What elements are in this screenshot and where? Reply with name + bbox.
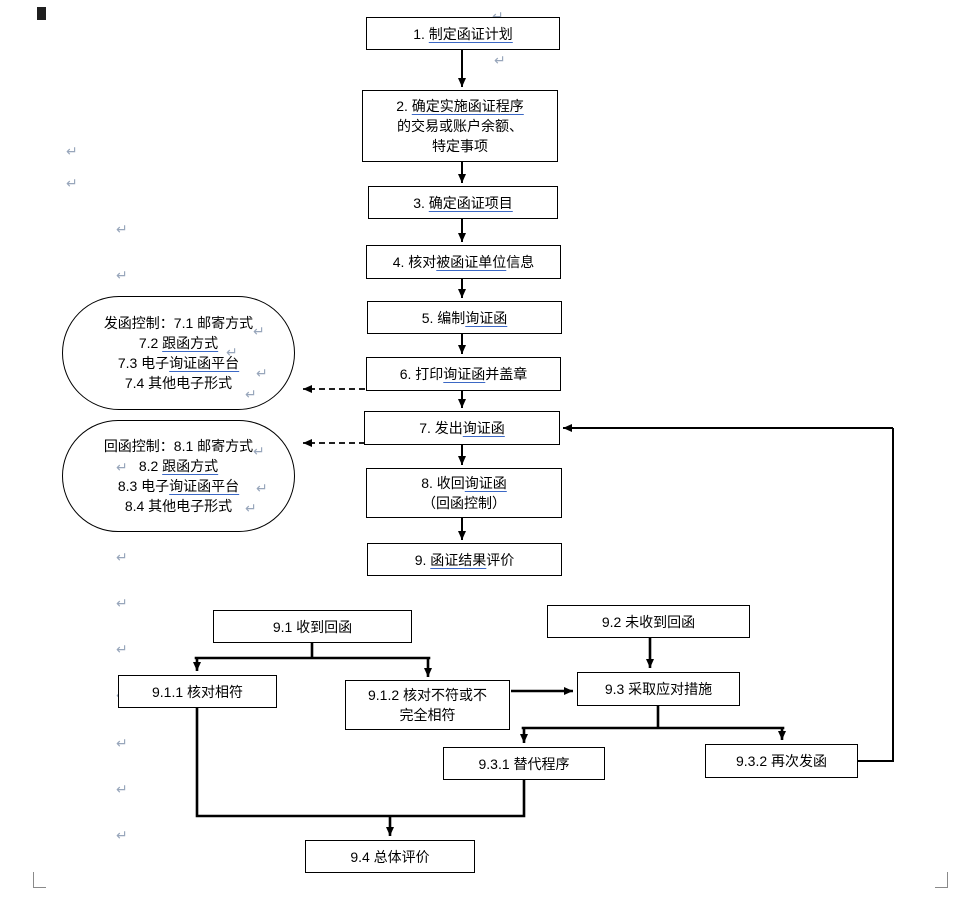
node-1-plan[interactable]: 1. 制定函证计划 [366,17,560,50]
return-mark: ↵ [116,641,128,657]
node-9-1-1-match[interactable]: 9.1.1 核对相符 [118,675,277,708]
merge-line-9-1-1 [195,708,390,818]
return-mark: ↵ [116,459,128,475]
return-mark: ↵ [116,221,128,237]
connector-lines [193,50,894,836]
node-8-receive-letter[interactable]: 8. 收回询证函（回函控制） [366,468,562,518]
node-4-verify-info[interactable]: 4. 核对被函证单位信息 [366,245,561,279]
node-2-determine-items[interactable]: 2. 确定实施函证程序的交易或账户余额、特定事项 [362,90,558,162]
node-5-prepare-letter[interactable]: 5. 编制询证函 [367,301,562,334]
return-mark: ↵ [116,781,128,797]
return-mark: ↵ [494,52,506,68]
return-mark: ↵ [116,735,128,751]
node-9-3-countermeasures[interactable]: 9.3 采取应对措施 [577,672,740,706]
feedback-line-9-3-2 [858,428,894,762]
return-mark: ↵ [492,8,504,24]
node-9-1-reply-received[interactable]: 9.1 收到回函 [213,610,412,643]
node-9-3-1-alternative[interactable]: 9.3.1 替代程序 [443,747,605,780]
page-margin-mark-bottom-left [33,872,46,888]
merge-line-9-3-1 [390,780,526,818]
return-mark: ↵ [226,344,238,360]
return-mark: ↵ [116,549,128,565]
page-margin-mark-top-left [37,7,46,20]
return-mark: ↵ [66,175,78,191]
node-3-confirm-items[interactable]: 3. 确定函证项目 [368,186,558,219]
node-9-4-overall-evaluation[interactable]: 9.4 总体评价 [305,840,475,873]
node-9-1-2-mismatch[interactable]: 9.1.2 核对不符或不完全相符 [345,680,510,730]
node-9-evaluate[interactable]: 9. 函证结果评价 [367,543,562,576]
node-6-print-stamp[interactable]: 6. 打印询证函并盖章 [366,357,561,391]
node-9-2-no-reply[interactable]: 9.2 未收到回函 [547,605,750,638]
node-7-send-letter[interactable]: 7. 发出询证函 [364,411,560,445]
return-mark: ↵ [66,143,78,159]
return-mark: ↵ [116,267,128,283]
node-9-3-2-resend[interactable]: 9.3.2 再次发函 [705,744,858,778]
page-margin-mark-bottom-right [935,872,948,888]
return-mark: ↵ [116,595,128,611]
return-mark: ↵ [116,827,128,843]
